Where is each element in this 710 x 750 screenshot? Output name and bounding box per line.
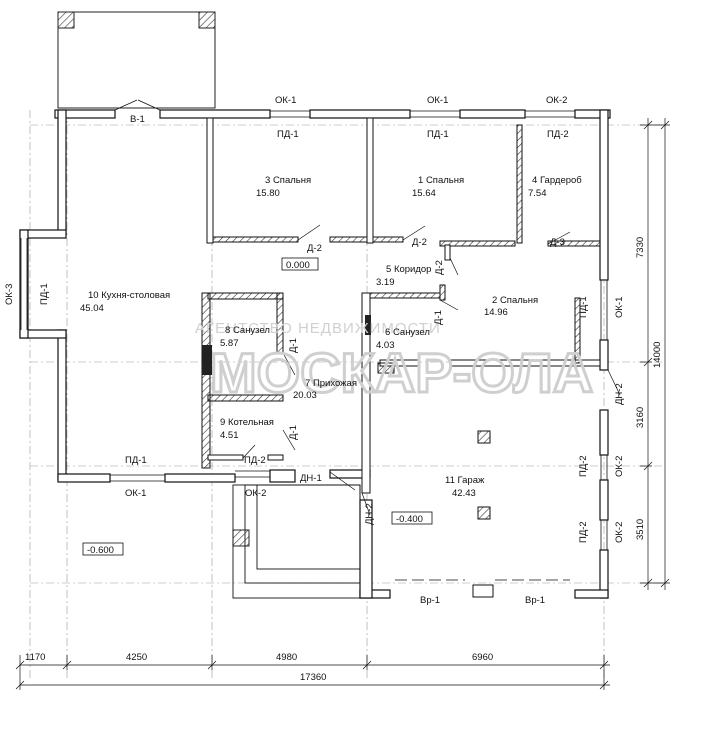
room-5-label: 5 Коридор [386, 264, 431, 275]
room-7-area: 20.03 [293, 390, 317, 401]
mark-dn1: ДН-1 [300, 473, 322, 484]
room-10-label: 10 Кухня-столовая [88, 290, 170, 301]
garage-column [477, 506, 491, 520]
interior-walls [201, 117, 601, 494]
level-garage: -0.400 [396, 514, 423, 525]
boiler-column [202, 345, 212, 375]
mark-d2-a: Д-2 [307, 243, 322, 254]
dim-7330: 7330 [635, 237, 646, 258]
room-8-area: 5.87 [220, 338, 239, 349]
dim-3160: 3160 [635, 407, 646, 428]
mark-dn2-vert: ДН-2 [364, 503, 375, 525]
bottom-dimension-values: 1170 4250 4980 6960 17360 [25, 652, 493, 683]
mark-ok1-bottom: ОК-1 [125, 488, 146, 499]
mark-d2-b: Д-2 [412, 237, 427, 248]
entrance-steps [232, 484, 361, 599]
room-6-area: 4.03 [376, 340, 395, 351]
level-floor: 0.000 [286, 260, 310, 271]
room-2-area: 14.96 [484, 307, 508, 318]
top-canopy [57, 11, 216, 109]
entry-door-swing [114, 99, 161, 111]
room-3-area: 15.80 [256, 188, 280, 199]
room-5-area: 3.19 [376, 277, 395, 288]
mark-ok2-bottom: ОК-2 [245, 488, 266, 499]
mark-ok3: ОК-3 [4, 284, 15, 305]
dim-6960: 6960 [472, 652, 493, 663]
mark-d1-vert-b: Д-1 [288, 338, 299, 353]
room-8-label: 8 Санузел [225, 325, 270, 336]
level-box-garage [391, 511, 433, 525]
room-7-label: 7 Прихожая [305, 378, 357, 389]
dim-4980: 4980 [276, 652, 297, 663]
exterior-walls [19, 109, 611, 599]
mark-d1-vert-a: Д-1 [433, 310, 444, 325]
mark-pd1-bottom: ПД-1 [125, 455, 147, 466]
watermark-line2: МОСКАР-ОЛА [210, 341, 593, 404]
mark-pd2-top: ПД-2 [547, 129, 569, 140]
room-3-label: 3 Спальня [265, 175, 311, 186]
room-11-label: 11 Гараж [445, 475, 485, 486]
mark-vr1-b: Вр-1 [525, 595, 545, 606]
level-ground: -0.600 [87, 545, 114, 556]
shaft [377, 362, 395, 374]
watermark-line1: АГЕНТСТВО НЕДВИЖИМОСТИ [195, 320, 441, 337]
dim-1170: 1170 [25, 652, 45, 663]
mark-ok1-top-a: ОК-1 [275, 95, 296, 106]
door-swings [242, 224, 621, 516]
dim-total: 17360 [300, 672, 326, 683]
level-box-floor [281, 257, 319, 271]
dim-3510: 3510 [635, 519, 646, 540]
room-4-area: 7.54 [528, 188, 547, 199]
mark-pd2-right-a: ПД-2 [578, 455, 589, 477]
right-dimensions [640, 118, 670, 590]
room-10-area: 45.04 [80, 303, 104, 314]
mark-pd1-left: ПД-1 [39, 283, 50, 305]
mark-pd1-right: ПД-1 [578, 296, 589, 318]
hall-column [365, 315, 371, 335]
mark-pd2-right-b: ПД-2 [578, 521, 589, 543]
mark-ok2-right-b: ОК-2 [614, 522, 625, 543]
mark-ok2-right-a: ОК-2 [614, 456, 625, 477]
mark-pd1-top-a: ПД-1 [277, 129, 299, 140]
room-9-label: 9 Котельная [220, 417, 274, 428]
garage-center-pillar [472, 584, 494, 598]
windows [20, 110, 608, 550]
dim-4250: 4250 [126, 652, 147, 663]
mark-vr1-a: Вр-1 [420, 595, 440, 606]
mark-b1: В-1 [130, 114, 145, 125]
mark-pd1-top-b: ПД-1 [427, 129, 449, 140]
mark-d3: Д-3 [550, 237, 565, 248]
level-box-ground [82, 542, 124, 556]
right-dimension-values: 7330 3160 3510 14000 [635, 237, 663, 540]
room-labels: 3 Спальня 15.80 1 Спальня 15.64 4 Гардер… [80, 175, 582, 499]
dim-14000: 14000 [652, 342, 663, 368]
room-6-label: 6 Санузел [385, 327, 430, 338]
mark-ok2-top: ОК-2 [546, 95, 567, 106]
room-2-label: 2 Спальня [492, 295, 538, 306]
room-9-area: 4.51 [220, 430, 239, 441]
mark-d2-vert: Д-2 [434, 260, 445, 275]
mark-pd2-bottom: ПД-2 [244, 455, 266, 466]
mark-d1-vert-c: Д-1 [288, 425, 299, 440]
mark-ok1-right: ОК-1 [614, 297, 625, 318]
mark-ok1-top-b: ОК-1 [427, 95, 448, 106]
garage-column [477, 430, 491, 444]
bottom-dimensions [15, 655, 610, 690]
room-4-label: 4 Гардероб [532, 175, 582, 186]
element-marks: В-1 ОК-1 ОК-1 ОК-2 ПД-1 ПД-1 ПД-2 Д-2 Д-… [4, 95, 625, 606]
room-1-area: 15.64 [412, 188, 436, 199]
room-11-area: 42.43 [452, 488, 476, 499]
mark-dn2-right: ДН-2 [614, 383, 625, 405]
room-1-label: 1 Спальня [418, 175, 464, 186]
